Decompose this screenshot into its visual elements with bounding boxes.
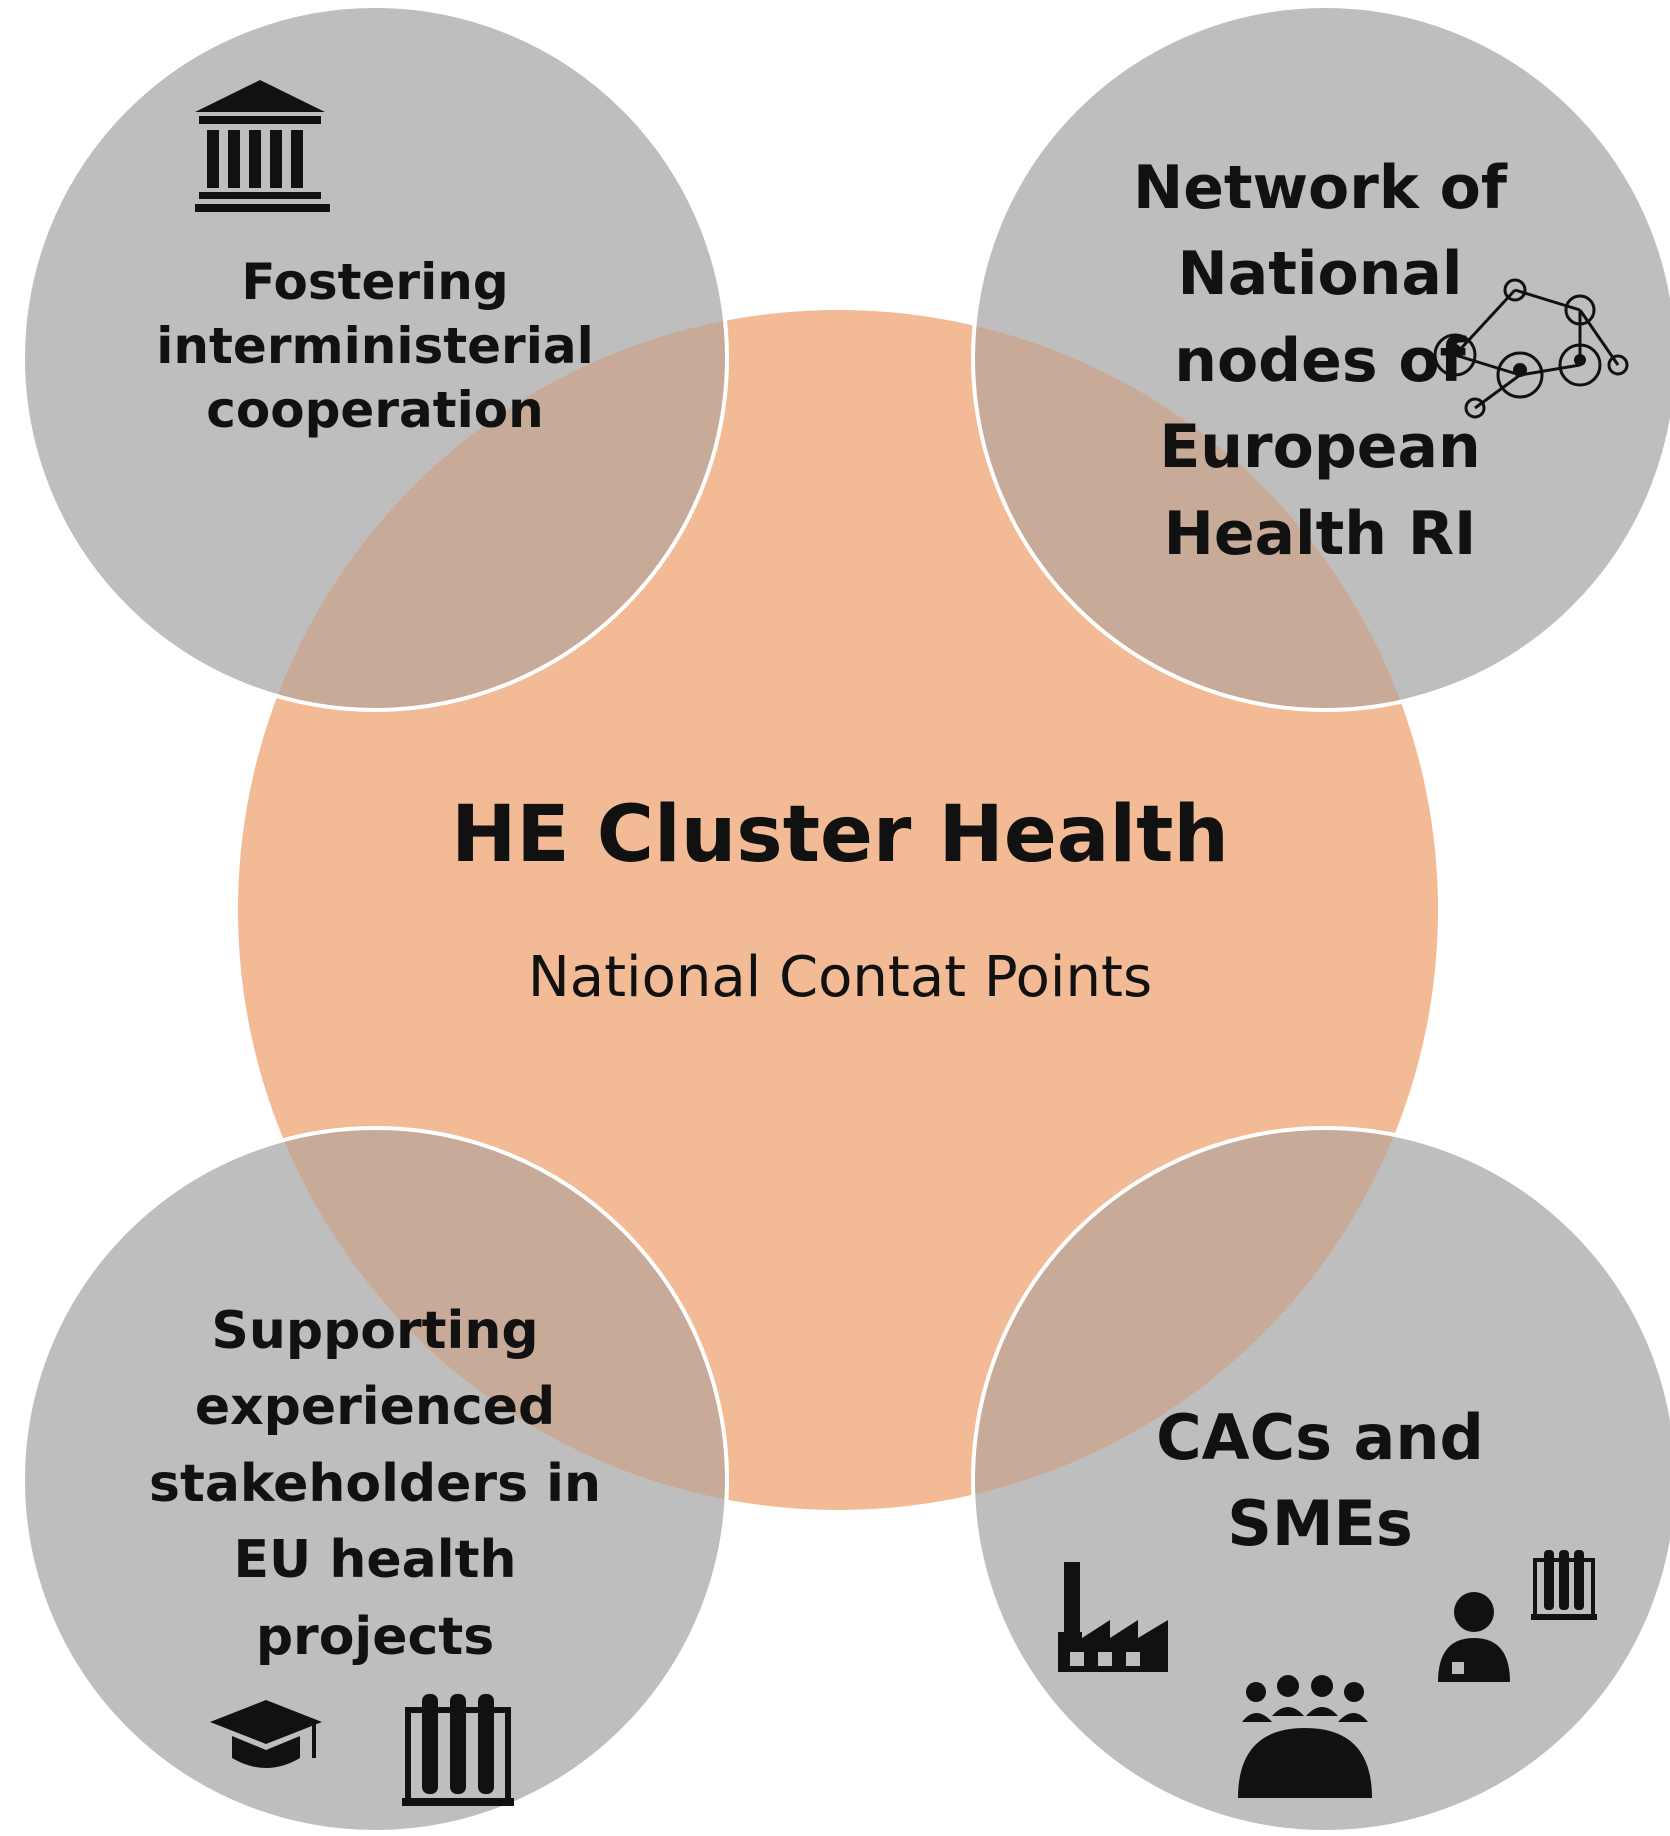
node-label-line: experienced [194,1377,556,1438]
test-tubes-icon [402,1694,514,1806]
node-label-line: European [1159,412,1481,483]
circle-borders [21,4,1670,1834]
graduation-cap-icon [210,1700,322,1768]
node-label-line: EU health [233,1530,517,1591]
node-label-line: SMEs [1227,1486,1413,1560]
test-tubes-small-icon [1531,1550,1597,1620]
factory-icon [1058,1562,1168,1672]
node-label-health-ri: Network of National nodes of European He… [1080,145,1560,577]
node-label-cacs-smes: CACs and SMEs [1080,1395,1560,1566]
team-meeting-icon [1238,1675,1372,1798]
institution-building-icon [195,80,330,212]
node-label-line: interministerial [156,317,594,375]
network-people-icon [1433,278,1629,419]
center-title: HE Cluster Health [451,790,1229,880]
center-subtitle: National Contat Points [527,945,1153,1010]
node-label-line: Fostering [241,253,509,311]
node-label-line: stakeholders in [149,1453,601,1514]
node-label-interministerial: Fostering interministerial cooperation [125,250,625,442]
node-label-stakeholders: Supporting experienced stakeholders in E… [125,1293,625,1675]
researcher-icon [1438,1592,1510,1682]
node-label-line: National [1177,239,1463,310]
node-label-line: Supporting [211,1301,539,1361]
node-label-line: nodes of [1174,325,1466,396]
node-label-line: CACs and [1156,1401,1484,1474]
node-label-line: projects [255,1606,495,1667]
node-label-line: Health RI [1163,498,1477,569]
node-label-line: cooperation [206,381,544,439]
node-label-line: Network of [1133,153,1507,223]
